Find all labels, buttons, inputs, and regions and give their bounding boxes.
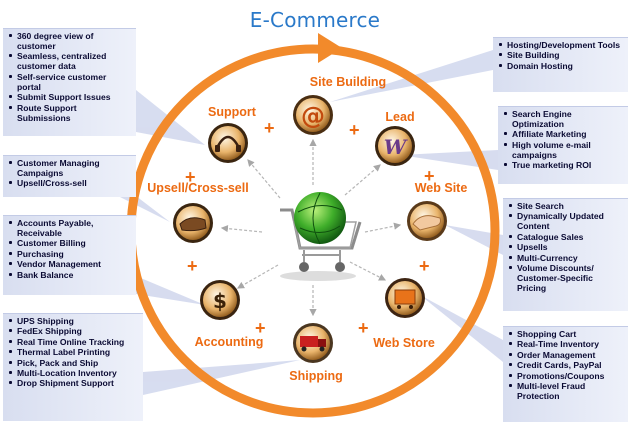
- plus-7: +: [187, 256, 198, 276]
- hand-icon: [412, 215, 441, 231]
- node-upsell: [173, 203, 213, 243]
- plus-6: +: [255, 318, 266, 338]
- feature-item: Shopping Cart: [509, 329, 624, 339]
- center-arrows: [220, 138, 402, 317]
- node-web-store: [385, 278, 425, 318]
- feature-item: Accounts Payable, Receivable: [9, 218, 132, 238]
- wedge-shipping: [140, 360, 300, 395]
- node-accounting: $: [200, 280, 240, 320]
- cart-icon: [394, 289, 416, 305]
- feature-item: Bank Balance: [9, 270, 132, 280]
- globe-cart-icon: [280, 192, 362, 281]
- dollar-icon: $: [213, 289, 227, 313]
- feature-item: Vendor Management: [9, 259, 132, 269]
- feature-item: Customer Managing Campaigns: [9, 158, 132, 178]
- label-support: Support: [208, 105, 257, 119]
- feature-item: Seamless, centralized customer data: [9, 51, 132, 71]
- wedge-website: [445, 225, 503, 255]
- feature-item: Route Support Submissions: [9, 103, 132, 123]
- feature-item: Pick, Pack and Ship: [9, 358, 139, 368]
- plus-4: +: [419, 256, 430, 276]
- feature-item: FedEx Shipping: [9, 326, 139, 336]
- node-site-building: @: [293, 95, 333, 135]
- truck-icon: [300, 336, 318, 347]
- feature-item: Upsells: [509, 242, 624, 252]
- label-web-site: Web Site: [415, 181, 468, 195]
- feature-item: Self-service customer portal: [9, 72, 132, 92]
- feature-item: Multi-level Fraud Protection: [509, 381, 624, 401]
- feature-item: Domain Hosting: [499, 61, 624, 71]
- feature-item: Order Management: [509, 350, 624, 360]
- plus-5: +: [358, 318, 369, 338]
- feature-item: Real-Time Inventory: [509, 339, 624, 349]
- label-web-store: Web Store: [373, 336, 435, 350]
- feature-item: Hosting/Development Tools: [499, 40, 624, 50]
- plus-3: +: [424, 166, 435, 186]
- plus-1: +: [264, 118, 275, 138]
- node-shipping: [293, 323, 333, 363]
- node-lead: W: [375, 126, 415, 166]
- feature-item: UPS Shipping: [9, 316, 139, 326]
- plus-signs: + + + + + + + +: [185, 118, 435, 338]
- label-accounting: Accounting: [195, 335, 264, 349]
- feature-item: Real Time Online Tracking: [9, 337, 139, 347]
- letter-w-icon: W: [384, 135, 409, 159]
- headset-icon: [216, 135, 240, 147]
- feature-item: Site Building: [499, 50, 624, 60]
- plus-8: +: [185, 167, 196, 187]
- label-site-building: Site Building: [310, 75, 386, 89]
- feature-item: Thermal Label Printing: [9, 347, 139, 357]
- feature-item: True marketing ROI: [504, 160, 624, 170]
- feature-item: Upsell/Cross-sell: [9, 178, 132, 188]
- feature-item: Purchasing: [9, 249, 132, 259]
- feature-item: Catalogue Sales: [509, 232, 624, 242]
- label-upsell: Upsell/Cross-sell: [147, 181, 248, 195]
- feature-item: Search Engine Optimization: [504, 109, 624, 129]
- diagram-title: E-Commerce: [249, 8, 381, 32]
- feature-item: Site Search: [509, 201, 624, 211]
- label-lead: Lead: [385, 110, 414, 124]
- feature-item: Volume Discounts/ Customer-Specific Pric…: [509, 263, 624, 293]
- feature-item: Multi-Location Inventory: [9, 368, 139, 378]
- feature-item: Submit Support Issues: [9, 92, 132, 102]
- ring-arrowhead: [318, 33, 342, 63]
- feature-item: 360 degree view of customer: [9, 31, 132, 51]
- handshake-icon: [179, 217, 207, 232]
- node-web-site: [407, 201, 447, 241]
- feature-item: Credit Cards, PayPal: [509, 360, 624, 370]
- plus-2: +: [349, 120, 360, 140]
- feature-item: High volume e-mail campaigns: [504, 140, 624, 160]
- feature-item: Promotions/Coupons: [509, 371, 624, 381]
- feature-item: Dynamically Updated Content: [509, 211, 624, 231]
- at-sign-icon: @: [301, 102, 325, 130]
- feature-item: Affiliate Marketing: [504, 129, 624, 139]
- feature-item: Customer Billing: [9, 238, 132, 248]
- feature-item: Drop Shipment Support: [9, 378, 139, 388]
- feature-item: Multi-Currency: [509, 253, 624, 263]
- label-shipping: Shipping: [289, 369, 342, 383]
- node-support: [208, 123, 248, 163]
